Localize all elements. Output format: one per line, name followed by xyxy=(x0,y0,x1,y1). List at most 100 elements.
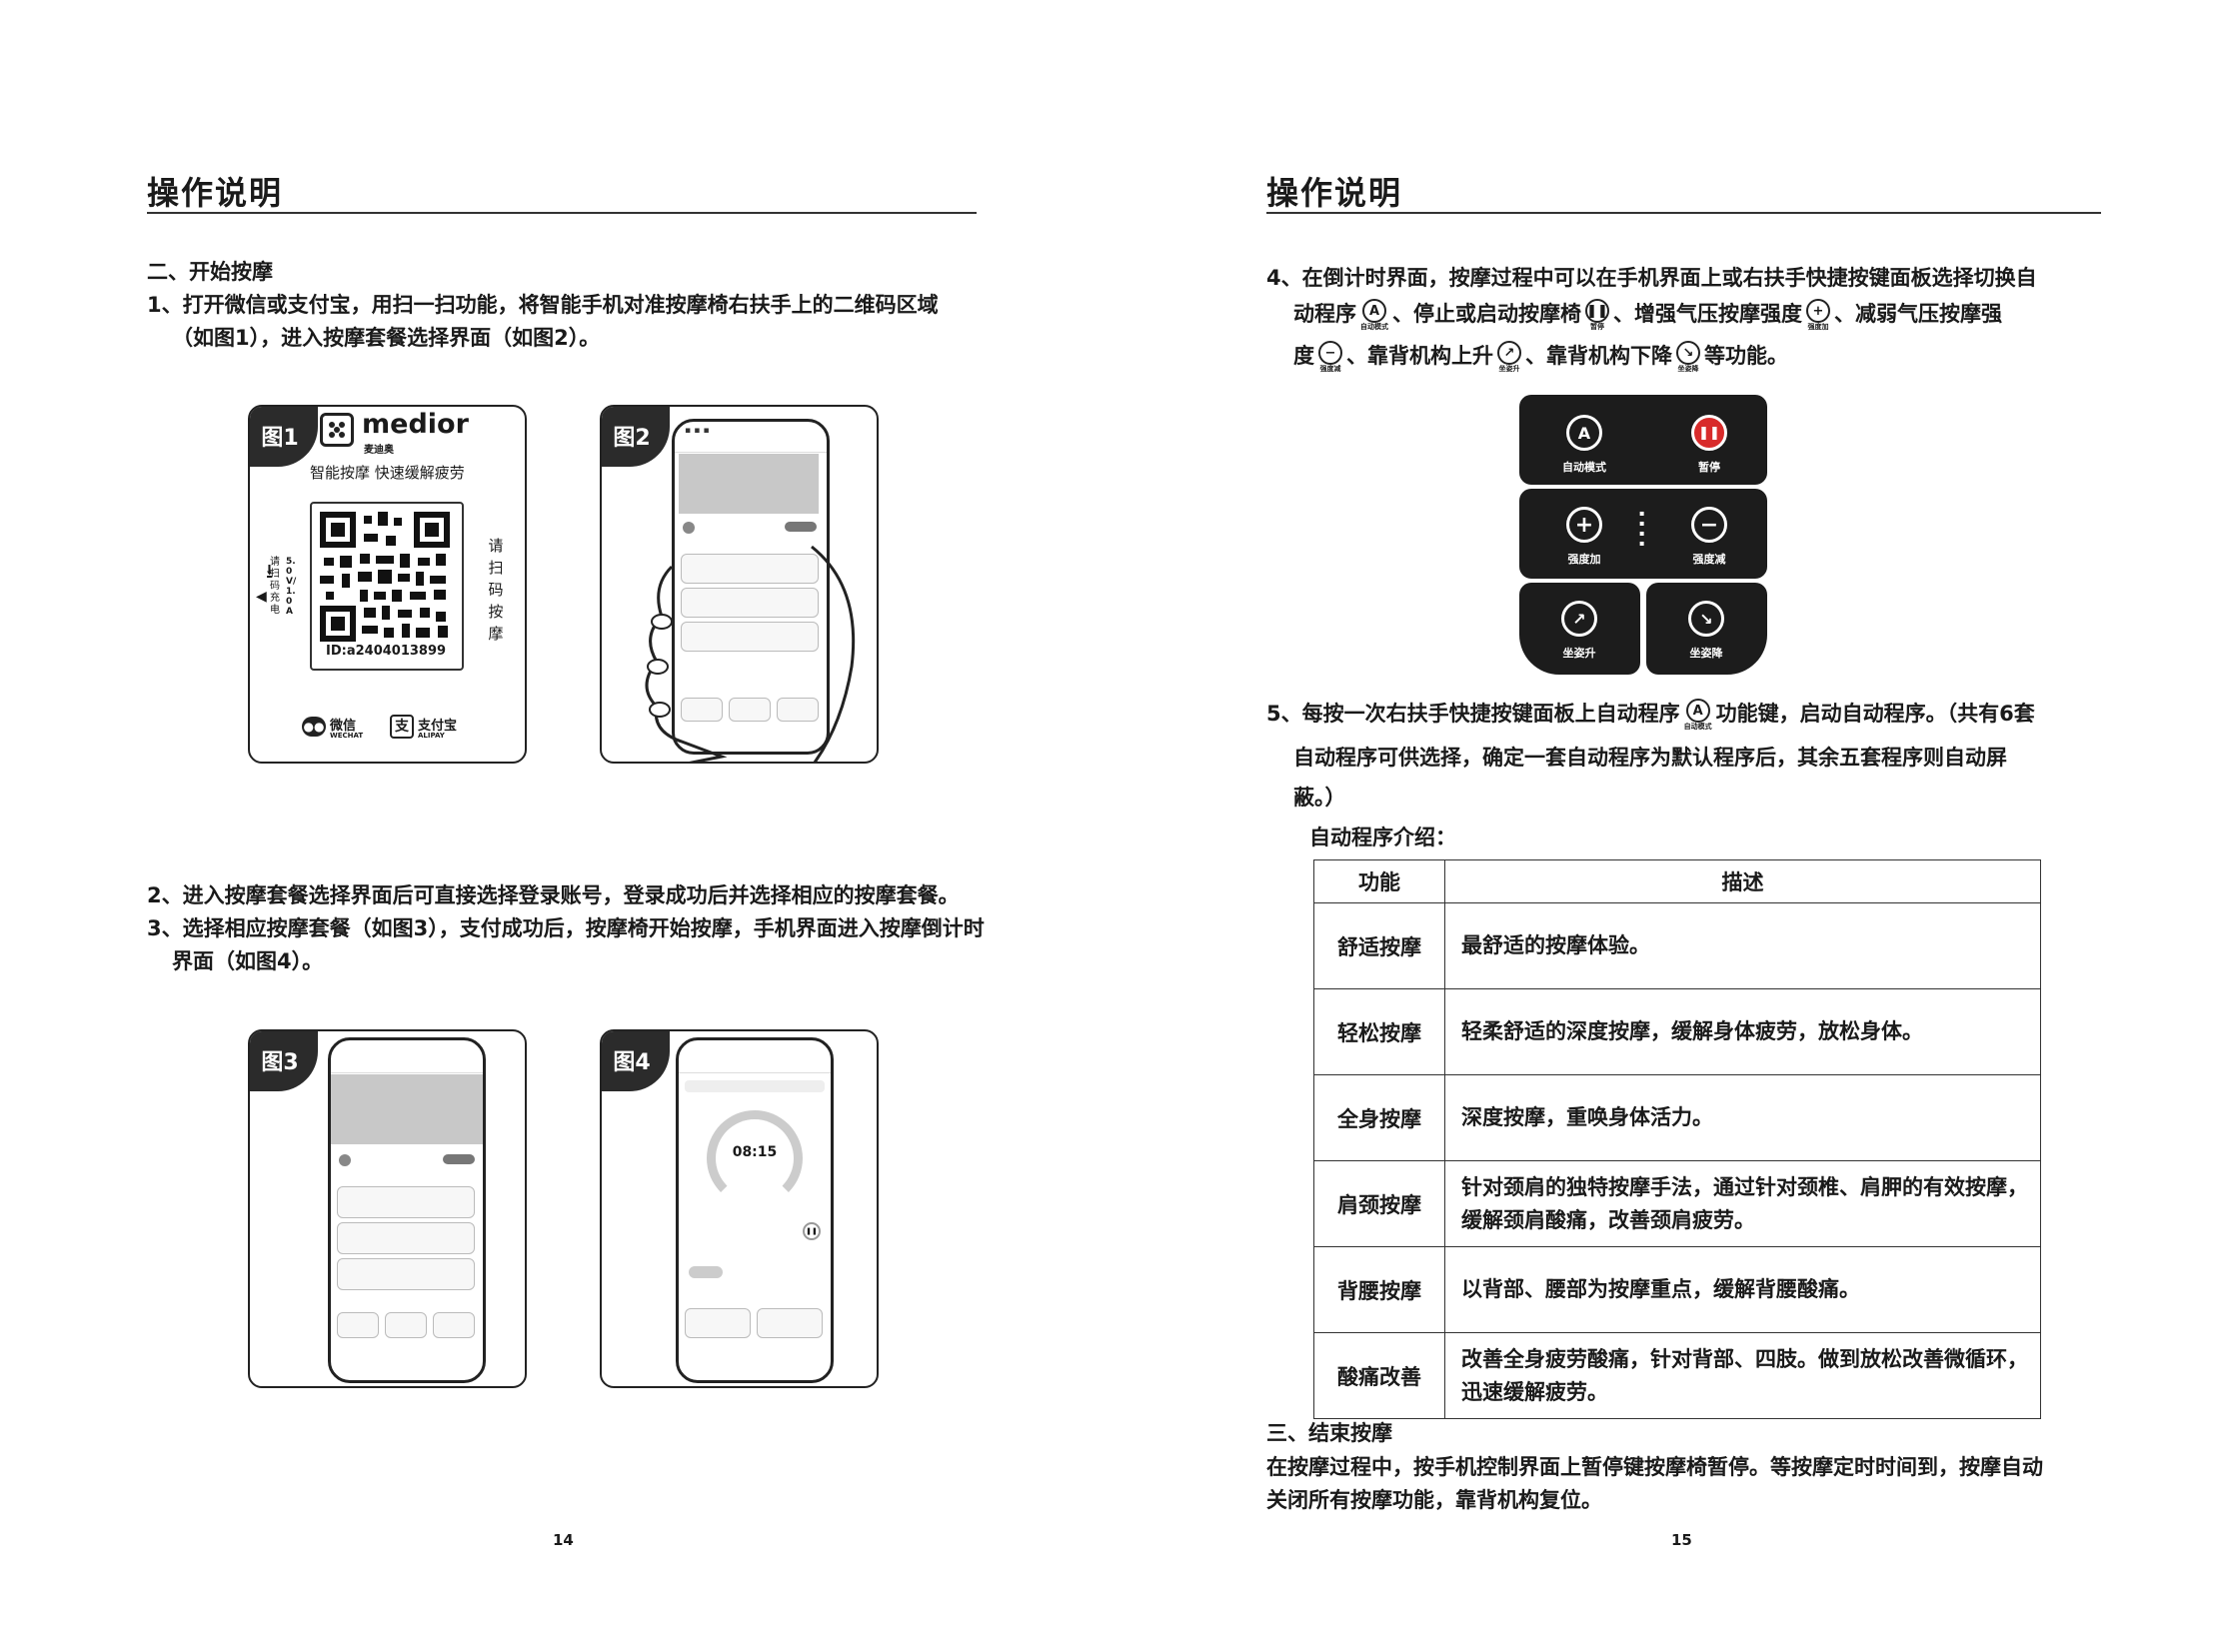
phone-frame: 08:15 ❚❚ xyxy=(676,1037,834,1383)
pause-icon[interactable]: ❚❚ xyxy=(803,1222,821,1240)
plus-icon: +强度加 xyxy=(1806,299,1830,331)
program-desc: 以背部、腰部为按摩重点，缓解背腰酸痛。 xyxy=(1444,1246,2041,1333)
action-button[interactable] xyxy=(685,1308,751,1338)
notice-bar xyxy=(685,1080,825,1092)
pause-icon: ❚❚暂停 xyxy=(1585,299,1609,331)
nav-bar xyxy=(679,1058,831,1073)
figure-4-tag: 图4 xyxy=(602,1031,670,1091)
scan-text-vertical: 请扫码按摩 xyxy=(488,537,504,643)
countdown-ring xyxy=(707,1110,803,1206)
recline-up-label: 坐姿升 xyxy=(1562,647,1596,660)
qr-code-frame: ID:a2404013899 xyxy=(310,502,464,671)
intensity-high-button[interactable] xyxy=(781,1266,815,1278)
hand-illustration xyxy=(645,545,856,762)
program-name: 全身按摩 xyxy=(1313,1074,1445,1161)
panel-left-bottom: ↗ 坐姿升 xyxy=(1519,583,1640,675)
charge-text-vertical: 请扫码充电 xyxy=(270,557,280,616)
login-button[interactable] xyxy=(443,1154,475,1164)
table-row: 酸痛改善 改善全身疲劳酸痛，针对背部、四肢。做到放松改善微循环，迅速缓解疲劳。 xyxy=(1313,1332,2041,1419)
step4-line3: 度−强度减、靠背机构上升↗坐姿升、靠背机构下降↘坐姿降等功能。 xyxy=(1293,340,1788,373)
figure-3-phone-panel: 图3 xyxy=(248,1029,527,1388)
page-title-left: 操作说明 xyxy=(147,174,284,212)
tab-item[interactable] xyxy=(385,1312,427,1338)
step2-text: 2、进入按摩套餐选择界面后可直接选择登录账号，登录成功后并选择相应的按摩套餐。 xyxy=(147,883,960,907)
tab-item[interactable] xyxy=(681,698,723,722)
program-desc: 轻柔舒适的深度按摩，缓解身体疲劳，放松身体。 xyxy=(1444,988,2041,1075)
arrow-left-icon: ◀ xyxy=(256,589,267,605)
pause-button[interactable]: ❚❚ xyxy=(1691,415,1727,451)
figure-1-qr-panel: 图1 medior 麦迪奥 智能按摩 快速缓解疲劳 ID:a2404013899 xyxy=(248,405,527,764)
intensity-mid-button[interactable] xyxy=(735,1266,769,1278)
step5-line3: 蔽。） xyxy=(1293,786,1346,810)
table-caption: 自动程序介绍： xyxy=(1309,826,1456,849)
avatar xyxy=(339,1154,351,1166)
step1-line1: 1、打开微信或支付宝，用扫一扫功能，将智能手机对准按摩椅右扶手上的二维码区域 xyxy=(147,293,939,317)
figure-2-phone-panel: 图2 ▪ ▪ ▪ xyxy=(600,405,879,764)
figure-3-tag: 图3 xyxy=(250,1031,318,1091)
nav-bar xyxy=(331,1058,483,1073)
action-button[interactable] xyxy=(757,1308,823,1338)
medior-logo-icon xyxy=(320,413,354,447)
program-desc: 深度按摩，重唤身体活力。 xyxy=(1444,1074,2041,1161)
package-row[interactable] xyxy=(681,588,819,618)
table-row: 舒适按摩 最舒适的按摩体验。 xyxy=(1313,902,2041,989)
usb-icon: ⭳ xyxy=(266,559,273,583)
login-button[interactable] xyxy=(785,522,817,532)
alipay-label: 支付宝 xyxy=(418,719,458,734)
recline-up-button[interactable]: ↗ xyxy=(1561,601,1597,637)
auto-program-table: 功能 描述 舒适按摩 最舒适的按摩体验。 轻松按摩 轻柔舒适的深度按摩，缓解身体… xyxy=(1313,859,2041,1419)
voltage-text: 5.0V/1.0A xyxy=(286,557,297,617)
alipay-icon: 支 xyxy=(390,715,414,739)
recline-down-button[interactable]: ↘ xyxy=(1688,601,1724,637)
intensity-scale: ▪▪▪▪ xyxy=(1639,509,1645,548)
package-row[interactable] xyxy=(337,1222,475,1254)
step4-text-h: 等功能。 xyxy=(1704,344,1788,368)
figure-2-tag: 图2 xyxy=(602,407,670,467)
end-line1: 在按摩过程中，按手机控制界面上暂停键按摩椅暂停。等按摩定时时间到，按摩自动 xyxy=(1266,1455,2043,1479)
tab-item[interactable] xyxy=(433,1312,475,1338)
recline-down-label: 坐姿降 xyxy=(1689,647,1723,660)
avatar xyxy=(683,522,695,534)
package-row[interactable] xyxy=(681,622,819,652)
intensity-plus-label: 强度加 xyxy=(1567,553,1601,566)
step5-text-b: 功能键，启动自动程序。（共有6套 xyxy=(1715,702,2035,726)
intensity-low-button[interactable] xyxy=(689,1266,723,1278)
tab-item[interactable] xyxy=(337,1312,379,1338)
title-divider-right xyxy=(1266,212,2101,214)
table-row: 全身按摩 深度按摩，重唤身体活力。 xyxy=(1313,1074,2041,1161)
step5-line2: 自动程序可供选择，确定一套自动程序为默认程序后，其余五套程序则自动屏 xyxy=(1293,746,2007,770)
intensity-minus-button[interactable]: − xyxy=(1691,507,1727,543)
wechat-label-en: WECHAT xyxy=(330,732,364,740)
panel-right-bottom: ↘ 坐姿降 xyxy=(1646,583,1767,675)
title-divider-left xyxy=(147,212,977,214)
table-row: 肩颈按摩 针对颈肩的独特按摩手法，通过针对颈椎、肩胛的有效按摩，缓解颈肩酸痛，改… xyxy=(1313,1160,2041,1247)
package-row[interactable] xyxy=(337,1258,475,1290)
phone-frame: ▪ ▪ ▪ xyxy=(672,419,830,755)
intensity-minus-label: 强度减 xyxy=(1692,553,1726,566)
step1-line2: （如图1），进入按摩套餐选择界面（如图2）。 xyxy=(172,326,601,350)
tab-item[interactable] xyxy=(729,698,771,722)
step4-text-e: 度 xyxy=(1293,344,1314,368)
step4-text-a: 动程序 xyxy=(1293,302,1356,326)
package-row[interactable] xyxy=(337,1186,475,1218)
tab-item[interactable] xyxy=(777,698,819,722)
table-header-description: 描述 xyxy=(1444,859,2041,903)
wechat-label: 微信 xyxy=(330,719,357,734)
auto-mode-button[interactable]: A xyxy=(1566,415,1602,451)
intensity-plus-button[interactable]: + xyxy=(1566,507,1602,543)
package-row[interactable] xyxy=(681,554,819,584)
section-heading-start: 二、开始按摩 xyxy=(147,260,273,284)
step4-text-d: 、减弱气压按摩强 xyxy=(1834,302,2002,326)
countdown-timer: 08:15 xyxy=(732,1144,778,1160)
control-panel: A 自动模式 ❚❚ 暂停 + 强度加 ▪▪▪▪ − 强度减 ↗ 坐姿升 ↘ 坐姿… xyxy=(1519,395,1767,675)
step4-line1: 4、在倒计时界面，按摩过程中可以在手机界面上或右扶手快捷按键面板选择切换自 xyxy=(1266,266,2037,290)
qr-code-icon xyxy=(320,512,450,642)
panel-mid-section: + 强度加 ▪▪▪▪ − 强度减 xyxy=(1519,489,1767,579)
page-number-right: 15 xyxy=(1671,1531,1692,1549)
nav-bar xyxy=(675,438,827,453)
recline-down-icon: ↘坐姿降 xyxy=(1676,341,1700,373)
